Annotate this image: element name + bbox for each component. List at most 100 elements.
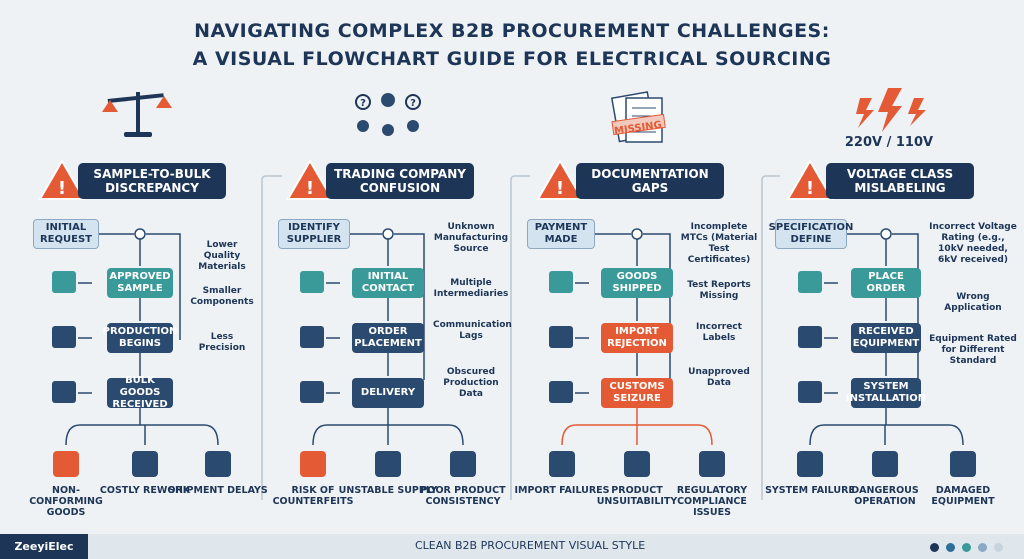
col3-step-customs-seizure: CUSTOMS SEIZURE: [601, 378, 673, 408]
col4-factor-bracket: [892, 233, 919, 380]
col1-step-icon-3: [52, 381, 76, 403]
col1-factor-1: Lower Quality Materials: [198, 240, 246, 272]
col3-factor-1: Incomplete MTCs (Material Test Certifica…: [680, 222, 758, 265]
col2-outcome-icon-1: [300, 451, 326, 477]
warning-triangles: ! ! ! !: [38, 159, 834, 200]
col1-branch: [65, 424, 219, 446]
col2-outcome-1: RISK OF COUNTERFEITS: [272, 485, 354, 507]
col1-outcome-2: COSTLY REWORK: [99, 485, 191, 496]
col3-heading: DOCUMENTATION GAPS: [576, 163, 724, 199]
col1-outcome-icon-1: [53, 451, 79, 477]
svg-text:!: !: [306, 178, 314, 199]
col1-outcome-icon-2: [132, 451, 158, 477]
col2-step-icon-2: [300, 326, 324, 348]
col1-heading: SAMPLE-TO-BULK DISCREPANCY: [78, 163, 226, 199]
col2-factor-2: Multiple Intermediaries: [433, 278, 509, 299]
col2-factor-3: Communication Lags: [433, 320, 512, 341]
svg-text:!: !: [58, 178, 66, 199]
footer-bar: [0, 534, 1024, 559]
col4-outcome-1: SYSTEM FAILURE: [765, 485, 855, 496]
col3-outcome-2: PRODUCT UNSUITABILITY: [596, 485, 678, 507]
col1-outcome-3: SHIPMENT DELAYS: [168, 485, 268, 496]
col1-outcome-icon-3: [205, 451, 231, 477]
col4-step-icon-1: [798, 271, 822, 293]
col4-step-system-installation: SYSTEM INSTALLATION: [846, 378, 926, 408]
col4-outcome-icon-1: [797, 451, 823, 477]
col2-step-order-placement: ORDER PLACEMENT: [352, 323, 424, 353]
col4-outcome-icon-3: [950, 451, 976, 477]
col4-factor-3: Equipment Rated for Different Standard: [929, 334, 1017, 366]
col4-outcome-icon-2: [872, 451, 898, 477]
col2-outcome-icon-3: [450, 451, 476, 477]
col1-step-icon-2: [52, 326, 76, 348]
col2-outcome-icon-2: [375, 451, 401, 477]
people-question-icon: ? ?: [355, 93, 421, 136]
lightning-icon: [856, 88, 926, 132]
col3-factor-4: Unapproved Data: [688, 367, 750, 388]
svg-text:!: !: [556, 178, 564, 199]
col3-factor-bracket: [643, 233, 671, 380]
col1-step-initial-request: INITIAL REQUEST: [33, 219, 99, 249]
col4-step-icon-3: [798, 381, 822, 403]
col1-factor-bracket: [146, 233, 181, 340]
col1-step-bulk-goods: BULK GOODS RECEIVED: [107, 375, 173, 410]
svg-text:!: !: [806, 178, 814, 199]
col2-heading: TRADING COMPANY CONFUSION: [326, 163, 474, 199]
separator-2: [510, 175, 530, 195]
col2-factor-bracket: [394, 233, 425, 380]
missing-document-icon: [610, 91, 666, 143]
footer-caption: CLEAN B2B PROCUREMENT VISUAL STYLE: [415, 539, 646, 552]
col1-factor-2: Smaller Components: [190, 286, 254, 307]
footer-dot-3: [962, 543, 971, 552]
col3-junction-node: [631, 228, 643, 240]
col2-step-icon-1: [300, 271, 324, 293]
col2-outcome-2: UNSTABLE SUPPLY: [338, 485, 438, 496]
col4-step-specification: SPECIFICATION DEFINE: [769, 219, 853, 249]
col1-junction-node: [134, 228, 146, 240]
footer-dot-2: [946, 543, 955, 552]
col4-factor-2: Wrong Application: [944, 292, 1002, 313]
col3-step-icon-3: [549, 381, 573, 403]
col4-outcome-2: DANGEROUS OPERATION: [851, 485, 919, 507]
col4-factor-1: Incorrect Voltage Rating (e.g., 10kV nee…: [929, 222, 1017, 265]
col2-step-icon-3: [300, 381, 324, 403]
col2-step-initial-contact: INITIAL CONTACT: [352, 268, 424, 298]
col4-heading: VOLTAGE CLASS MISLABELING: [826, 163, 974, 199]
col2-junction-node: [382, 228, 394, 240]
col3-step-import-rejection: IMPORT REJECTION: [601, 323, 673, 353]
col4-step-icon-2: [798, 326, 822, 348]
col3-step-icon-2: [549, 326, 573, 348]
svg-text:?: ?: [360, 98, 366, 109]
col2-outcome-3: POOR PRODUCT CONSISTENCY: [420, 485, 506, 507]
scale-icon: [102, 92, 172, 137]
col4-branch: [809, 424, 964, 446]
col1-outcome-1: NON-CONFORMING GOODS: [29, 485, 103, 518]
footer-dot-1: [930, 543, 939, 552]
col4-junction-node: [880, 228, 892, 240]
col3-factor-2: Test Reports Missing: [687, 280, 751, 301]
page-title-line2: A VISUAL FLOWCHART GUIDE FOR ELECTRICAL …: [192, 48, 832, 70]
col2-factor-4: Obscured Production Data: [443, 367, 499, 399]
separator-3: [761, 175, 780, 195]
col4-outcome-3: DAMAGED EQUIPMENT: [931, 485, 995, 507]
col3-outcome-icon-3: [699, 451, 725, 477]
col3-outcome-3: REGULATORY COMPLIANCE ISSUES: [676, 485, 748, 518]
col1-factor-3: Less Precision: [198, 332, 246, 353]
col3-step-payment-made: PAYMENT MADE: [527, 219, 595, 249]
col3-outcome-icon-2: [624, 451, 650, 477]
col3-step-goods-shipped: GOODS SHIPPED: [601, 268, 673, 298]
voltage-label: 220V / 110V: [844, 135, 934, 150]
col1-step-icon-1: [52, 271, 76, 293]
col2-step-delivery: DELIVERY: [352, 378, 424, 408]
col1-step-approved-sample: APPROVED SAMPLE: [107, 268, 173, 298]
footer-dot-4: [978, 543, 987, 552]
col3-step-icon-1: [549, 271, 573, 293]
page-title-line1: NAVIGATING COMPLEX B2B PROCUREMENT CHALL…: [194, 20, 830, 42]
col4-step-received-equipment: RECEIVED EQUIPMENT: [851, 323, 921, 353]
col3-factor-3: Incorrect Labels: [696, 322, 742, 343]
footer-dot-5: [994, 543, 1003, 552]
separator-1: [261, 175, 282, 195]
col3-outcome-1: IMPORT FAILURES: [514, 485, 610, 496]
col3-outcome-icon-1: [549, 451, 575, 477]
